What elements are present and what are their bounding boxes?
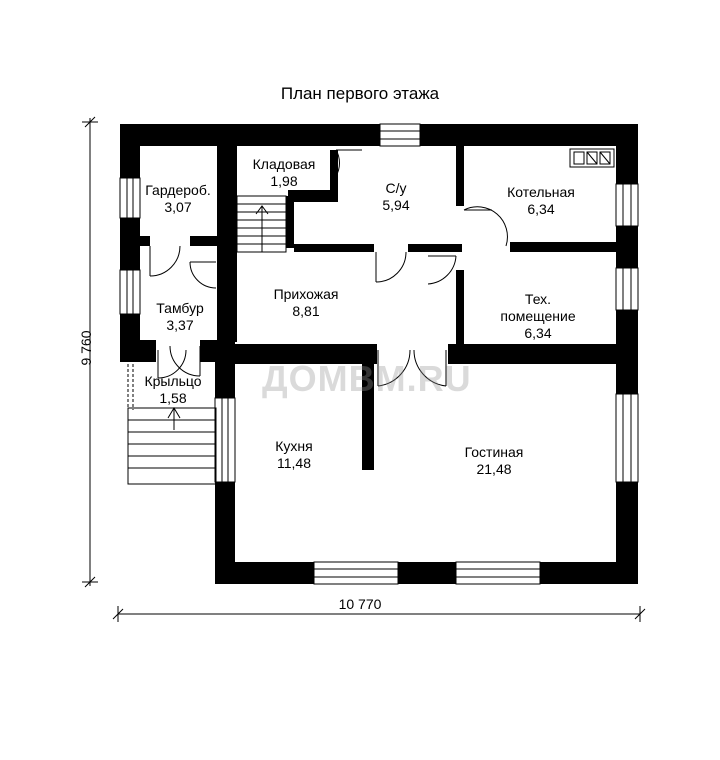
window-left-kitchen bbox=[214, 397, 236, 483]
window-bottom-1 bbox=[313, 561, 399, 585]
wall-mid-left bbox=[215, 344, 377, 364]
wall-pantry-bottom bbox=[288, 190, 336, 202]
wall-bath-bottom2 bbox=[408, 244, 462, 252]
door-wardrobe bbox=[149, 245, 181, 277]
door-tamboor bbox=[189, 261, 217, 289]
watermark: ДОМВМ.RU bbox=[262, 358, 472, 399]
door-living-l bbox=[377, 349, 411, 387]
wall-wardrobe-right bbox=[217, 146, 237, 262]
door-entry bbox=[157, 349, 187, 379]
wall-kitchen-part bbox=[362, 364, 374, 470]
doors bbox=[149, 149, 508, 387]
window-right-3 bbox=[615, 393, 639, 483]
window-right-1 bbox=[615, 183, 639, 227]
window-left-2 bbox=[119, 269, 141, 315]
wall-boiler-left bbox=[456, 146, 464, 206]
plan-title: План первого этажа bbox=[280, 84, 440, 103]
wall-wardrobe-bottom2 bbox=[190, 236, 237, 246]
wall-stair bbox=[286, 196, 294, 248]
wall-mid-right bbox=[448, 344, 638, 364]
boiler-icon bbox=[569, 148, 615, 168]
door-tech bbox=[427, 255, 457, 285]
staircase bbox=[236, 195, 287, 253]
width-dimension: 10 770 bbox=[338, 596, 382, 612]
stove-icon bbox=[281, 345, 309, 363]
door-pantry bbox=[335, 149, 362, 177]
dimension-lines bbox=[82, 116, 646, 622]
door-bath bbox=[375, 251, 407, 283]
height-dimension: 9 760 bbox=[78, 330, 94, 366]
wall-bath-bottom bbox=[294, 244, 374, 252]
wall-tech-left bbox=[456, 270, 464, 344]
windows bbox=[119, 123, 639, 585]
wall-boiler-bottom bbox=[510, 242, 616, 252]
window-top bbox=[379, 123, 421, 147]
door-entry-2 bbox=[169, 345, 201, 377]
wall-pantry-right bbox=[330, 150, 338, 202]
porch-steps bbox=[127, 364, 217, 485]
wall-wardrobe-bottom bbox=[140, 236, 150, 246]
wall-top bbox=[120, 124, 638, 146]
door-living-r bbox=[413, 349, 447, 387]
walls bbox=[120, 124, 638, 584]
window-right-2 bbox=[615, 267, 639, 311]
window-bottom-2 bbox=[455, 561, 541, 585]
wall-porch-top bbox=[120, 340, 156, 362]
wall-tamboor-right bbox=[217, 262, 237, 342]
door-boiler bbox=[463, 206, 508, 247]
wall-bottom bbox=[215, 562, 638, 584]
appliances bbox=[281, 148, 615, 363]
room-label-gardero: Гардероб.3,07 bbox=[145, 182, 211, 215]
window-left-1 bbox=[119, 177, 141, 219]
